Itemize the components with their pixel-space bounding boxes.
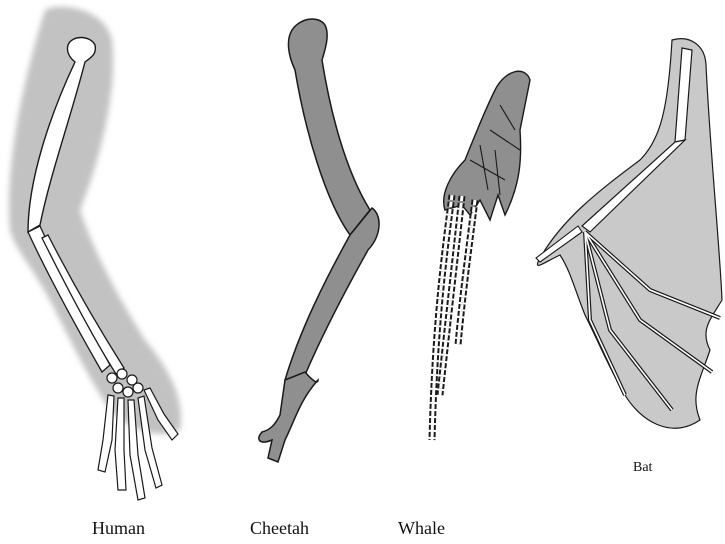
bat-wing-membrane xyxy=(537,39,722,428)
whale-upper-bones xyxy=(444,71,530,220)
cheetah-foot xyxy=(259,372,318,462)
human-arm xyxy=(9,7,181,500)
bat-wing xyxy=(536,39,722,428)
cheetah-femur-humerus xyxy=(288,19,370,235)
whale-flipper xyxy=(432,71,530,440)
cheetah-label: Cheetah xyxy=(250,518,309,539)
human-label: Human xyxy=(92,518,145,539)
bat-label: Bat xyxy=(633,460,652,476)
whale-label: Whale xyxy=(398,518,445,539)
cheetah-leg xyxy=(259,19,379,462)
cheetah-lower-leg xyxy=(285,208,379,380)
